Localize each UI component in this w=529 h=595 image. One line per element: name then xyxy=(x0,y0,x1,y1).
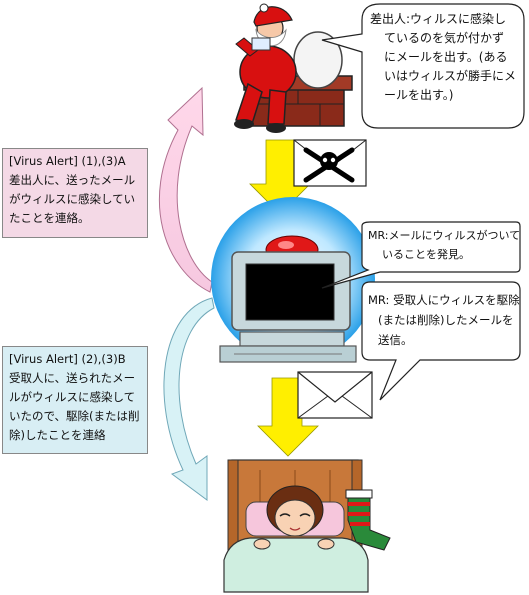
mr-send-line: MR: 受取人にウィルスを駆除 xyxy=(368,293,520,307)
sender-bubble-text: 差出人:ウィルスに感染し ているのを気が付かず にメールを出す。(ある いはウィ… xyxy=(370,10,516,105)
mr-send-line: 送信。 xyxy=(378,333,413,347)
girl-in-bed-illustration xyxy=(223,459,391,593)
santa-illustration xyxy=(234,3,353,133)
clean-envelope-icon xyxy=(297,371,373,419)
alert-receiver-note: [Virus Alert] (2),(3)B 受取人に、送られたメー ルがウィル… xyxy=(2,346,148,454)
alert-sender-note: [Virus Alert] (1),(3)A 差出人に、送ったメール がウィルス… xyxy=(2,148,148,238)
virus-envelope-icon xyxy=(293,139,367,187)
alert-receiver-line: 除)したことを連絡 xyxy=(9,428,106,442)
sender-speech-bubble xyxy=(321,3,525,129)
mr-detect-bubble-text: MR:メールにウィルスがついて いることを発見。 xyxy=(368,226,520,264)
computer-illustration xyxy=(211,197,375,363)
alert-receiver-line: ルがウィルスに感染して xyxy=(9,390,136,404)
mr-detect-line: MR:メールにウィルスがついて xyxy=(368,229,521,242)
alert-sender-line: [Virus Alert] (1),(3)A xyxy=(9,154,126,168)
curved-arrow-to-sender xyxy=(158,86,213,293)
mr-send-line: (または削除)したメールを xyxy=(378,313,514,327)
mr-detect-speech-bubble xyxy=(321,221,521,289)
alert-receiver-line: [Virus Alert] (2),(3)B xyxy=(9,352,126,366)
sender-bubble-line: ているのを気が付かず xyxy=(384,31,505,45)
alert-receiver-line: 受取人に、送られたメー xyxy=(9,371,136,385)
sender-bubble-line: にメールを出す。(ある xyxy=(384,50,508,64)
sender-bubble-line: 差出人:ウィルスに感染し xyxy=(370,12,507,26)
mr-detect-line: いることを発見。 xyxy=(382,248,470,261)
curved-arrow-to-receiver xyxy=(163,297,215,501)
alert-sender-line: 差出人に、送ったメール xyxy=(9,173,136,187)
alert-sender-line: たことを連絡。 xyxy=(9,211,90,225)
sender-bubble-line: いはウィルスが勝手にメ xyxy=(384,69,517,83)
mr-send-speech-bubble xyxy=(361,281,521,401)
alert-sender-line: がウィルスに感染してい xyxy=(9,192,136,206)
sender-bubble-line: ールを出す。) xyxy=(384,88,454,102)
alert-receiver-line: いたので、駆除(または削 xyxy=(9,409,140,423)
mr-send-bubble-text: MR: 受取人にウィルスを駆除 (または削除)したメールを 送信。 xyxy=(368,290,520,350)
